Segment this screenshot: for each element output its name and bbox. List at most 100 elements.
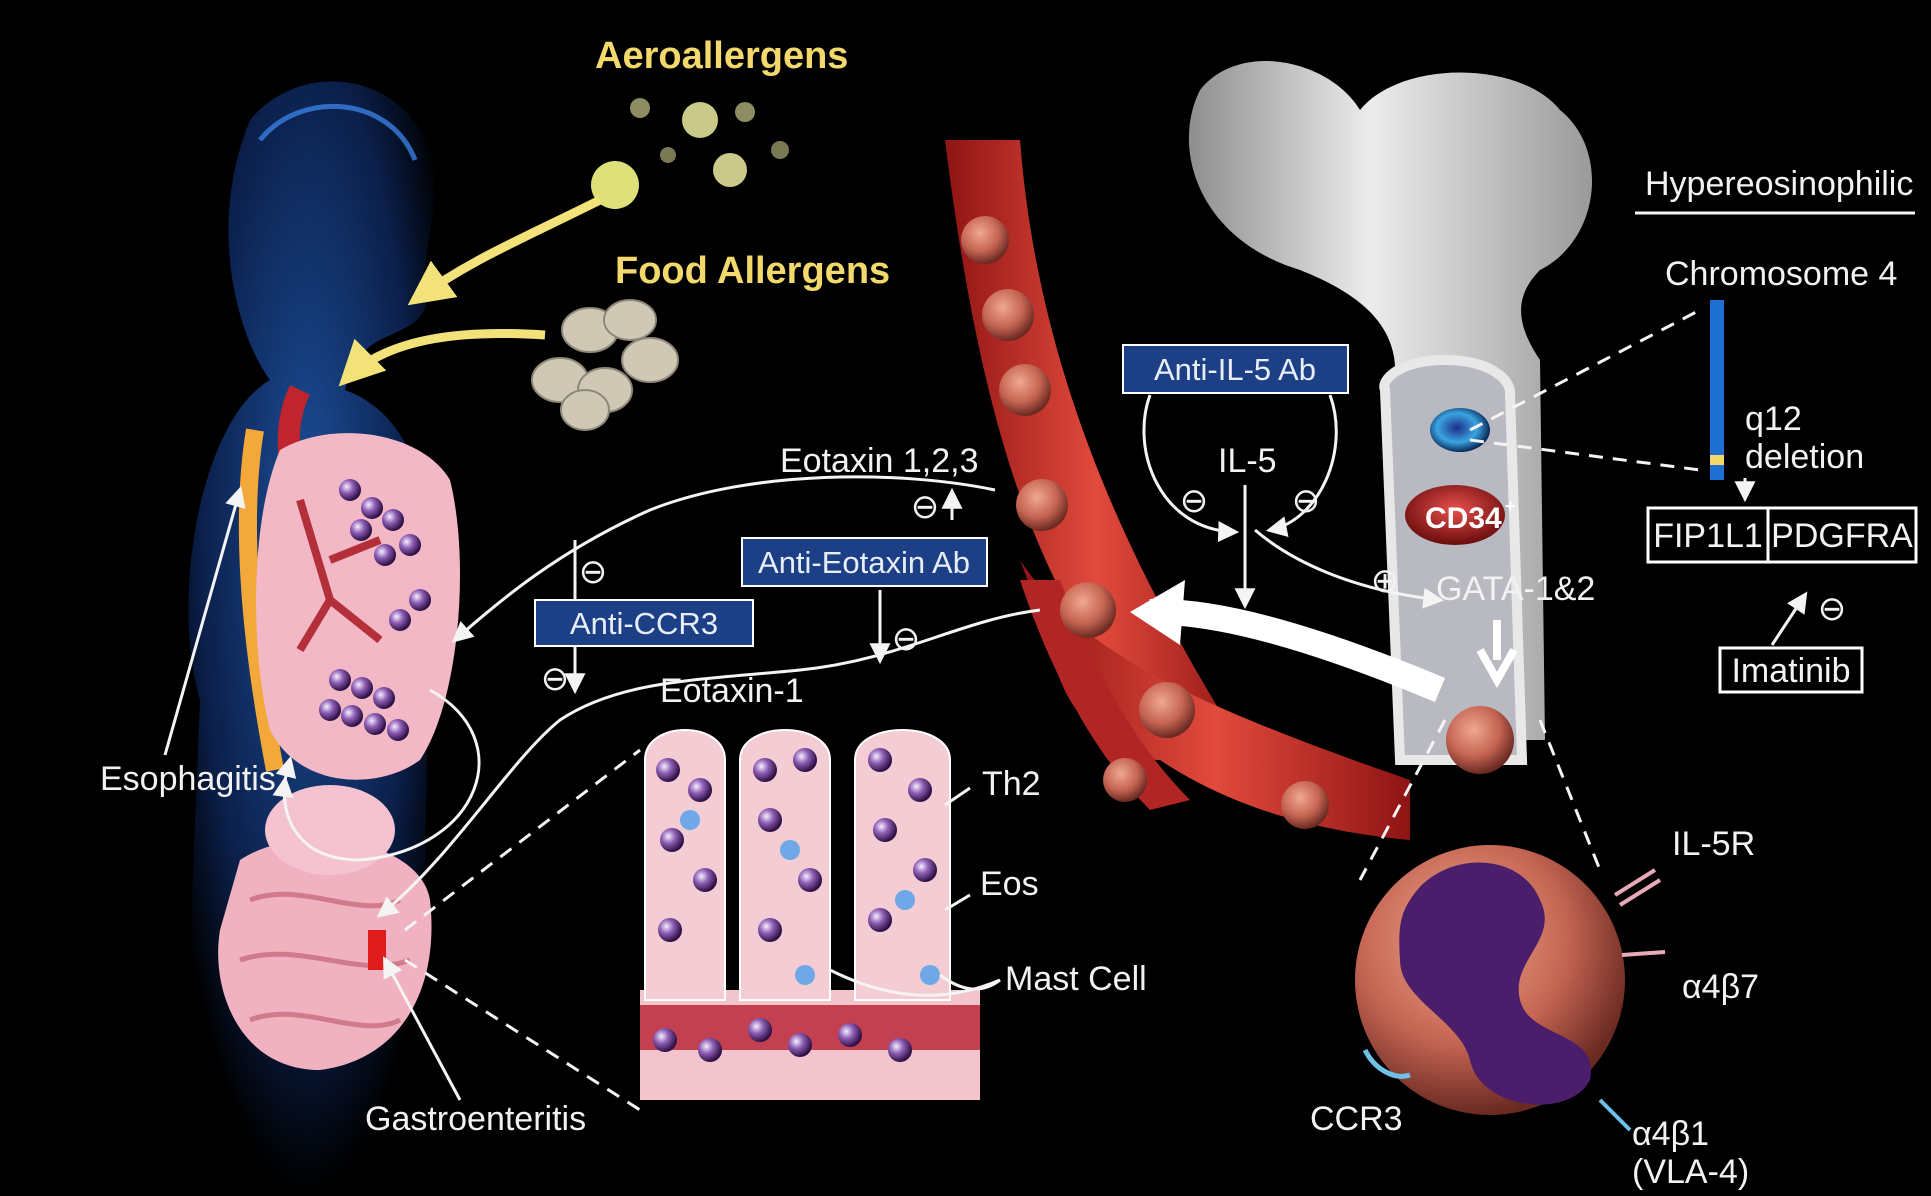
villi-eos-1 [656, 758, 680, 782]
villi-eos-8 [758, 808, 782, 832]
anti-il5-box-label: Anti-IL-5 Ab [1154, 352, 1316, 387]
deletion-label: deletion [1745, 438, 1864, 476]
il5-minus-right: ⊖ [1292, 482, 1321, 520]
il5-minus-left: ⊖ [1180, 482, 1209, 520]
sub-eos-5 [838, 1023, 862, 1047]
lung-eos-11 [373, 687, 395, 709]
villi-mast-1 [680, 810, 700, 830]
imatinib-minus: ⊖ [1818, 590, 1847, 628]
lung-eos-5 [399, 534, 421, 556]
il5r-label: IL-5R [1672, 825, 1755, 863]
fip1l1-label: FIP1L1 [1653, 517, 1763, 555]
villi-eos-14 [913, 858, 937, 882]
lung-eos-8 [389, 609, 411, 631]
a4b1-label: α4β1 [1632, 1115, 1709, 1153]
villi-eos-9 [798, 868, 822, 892]
q12-band [1710, 455, 1724, 465]
imatinib-label: Imatinib [1731, 652, 1850, 690]
sub-eos-2 [698, 1038, 722, 1062]
blood-eos-1 [961, 216, 1009, 264]
hypereosinophilic-label: Hypereosinophilic [1645, 165, 1913, 203]
eotaxin-minus: ⊖ [911, 488, 940, 526]
villi-eos-6 [753, 758, 777, 782]
lung-eos-13 [341, 705, 363, 727]
seed-3 [622, 338, 678, 382]
lung-eos-14 [364, 713, 386, 735]
gastroenteritis-label: Gastroenteritis [365, 1100, 586, 1138]
sub-eos-4 [788, 1033, 812, 1057]
seed-2 [604, 300, 656, 340]
pollen-4 [660, 147, 676, 163]
cd34-superscript: + [1505, 496, 1516, 516]
il5r-receptor [1615, 870, 1660, 905]
chromosome-bar [1710, 300, 1724, 480]
villi-eos-4 [693, 868, 717, 892]
anti-ccr3-box-label: Anti-CCR3 [570, 606, 718, 641]
mast-cell-label: Mast Cell [1005, 960, 1147, 998]
villi-mast-5 [920, 965, 940, 985]
q12-label: q12 [1745, 400, 1802, 438]
blood-eos-3 [999, 364, 1051, 416]
il5-label: IL-5 [1218, 442, 1277, 480]
lung-eos-4 [350, 519, 372, 541]
villi-eos-12 [908, 778, 932, 802]
lung-eos-9 [329, 669, 351, 691]
villi-mast-4 [795, 965, 815, 985]
a4b7-receptor [1622, 952, 1665, 955]
blood-eos-5 [1060, 582, 1116, 638]
pollen-2 [682, 102, 718, 138]
lung-eos-12 [319, 699, 341, 721]
gata-label: GATA-1&2 [1436, 570, 1595, 608]
villi-eos-3 [660, 828, 684, 852]
villi-eos-7 [793, 748, 817, 772]
a4b7-label: α4β7 [1682, 968, 1759, 1006]
eos-label: Eos [980, 865, 1039, 903]
inflamed-gut-region [368, 930, 386, 970]
blood-eos-7 [1103, 758, 1147, 802]
gut-zoom-dash-upper [405, 750, 640, 930]
lung-eos-6 [374, 544, 396, 566]
sub-eos-3 [748, 1018, 772, 1042]
eos-zoom-dash-right [1540, 720, 1600, 870]
a4b1-receptor [1600, 1100, 1630, 1130]
lung-eos-3 [382, 509, 404, 531]
food-allergen-seeds [532, 300, 678, 430]
aeroallergens-label: Aeroallergens [595, 35, 848, 77]
aeroallergen-particles [591, 98, 789, 209]
lung-eos-2 [361, 497, 383, 519]
eotaxin-1-label: Eotaxin-1 [660, 672, 804, 710]
pdgfra-label: PDGFRA [1771, 517, 1913, 555]
anti-eotaxin-minus: ⊖ [892, 620, 921, 658]
food-allergens-label: Food Allergens [615, 250, 890, 292]
seed-6 [561, 390, 609, 430]
blood-eos-6 [1139, 682, 1195, 738]
lung-eos-15 [387, 719, 409, 741]
villi-eos-11 [868, 748, 892, 772]
villi-mast-3 [895, 890, 915, 910]
sub-eos-6 [888, 1038, 912, 1062]
esophagitis-label: Esophagitis [100, 760, 276, 798]
large-eosinophil [1355, 845, 1665, 1130]
anti-ccr3-minus-top: ⊖ [579, 553, 608, 591]
pollen-1 [630, 98, 650, 118]
villi-mast-2 [780, 840, 800, 860]
sub-eos-1 [653, 1028, 677, 1052]
ccr3-label: CCR3 [1310, 1100, 1403, 1138]
gata-plus: ⊕ [1371, 562, 1400, 600]
th2-label: Th2 [982, 765, 1041, 803]
eotaxin-123-label: Eotaxin 1,2,3 [780, 442, 978, 480]
blood-eos-2 [982, 289, 1034, 341]
lung-eos-10 [351, 677, 373, 699]
chromosome-4-graphic [1710, 300, 1724, 480]
blood-eos-8 [1281, 781, 1329, 829]
gut-zoom-dash-lower [405, 960, 640, 1110]
stem-cell [1430, 408, 1490, 452]
anti-ccr3-minus-bottom: ⊖ [541, 660, 570, 698]
anti-eotaxin-box-label: Anti-Eotaxin Ab [758, 545, 970, 580]
villi-eos-10 [758, 918, 782, 942]
villi-eos-13 [873, 818, 897, 842]
lung-eos-1 [339, 479, 361, 501]
pollen-6 [771, 141, 789, 159]
